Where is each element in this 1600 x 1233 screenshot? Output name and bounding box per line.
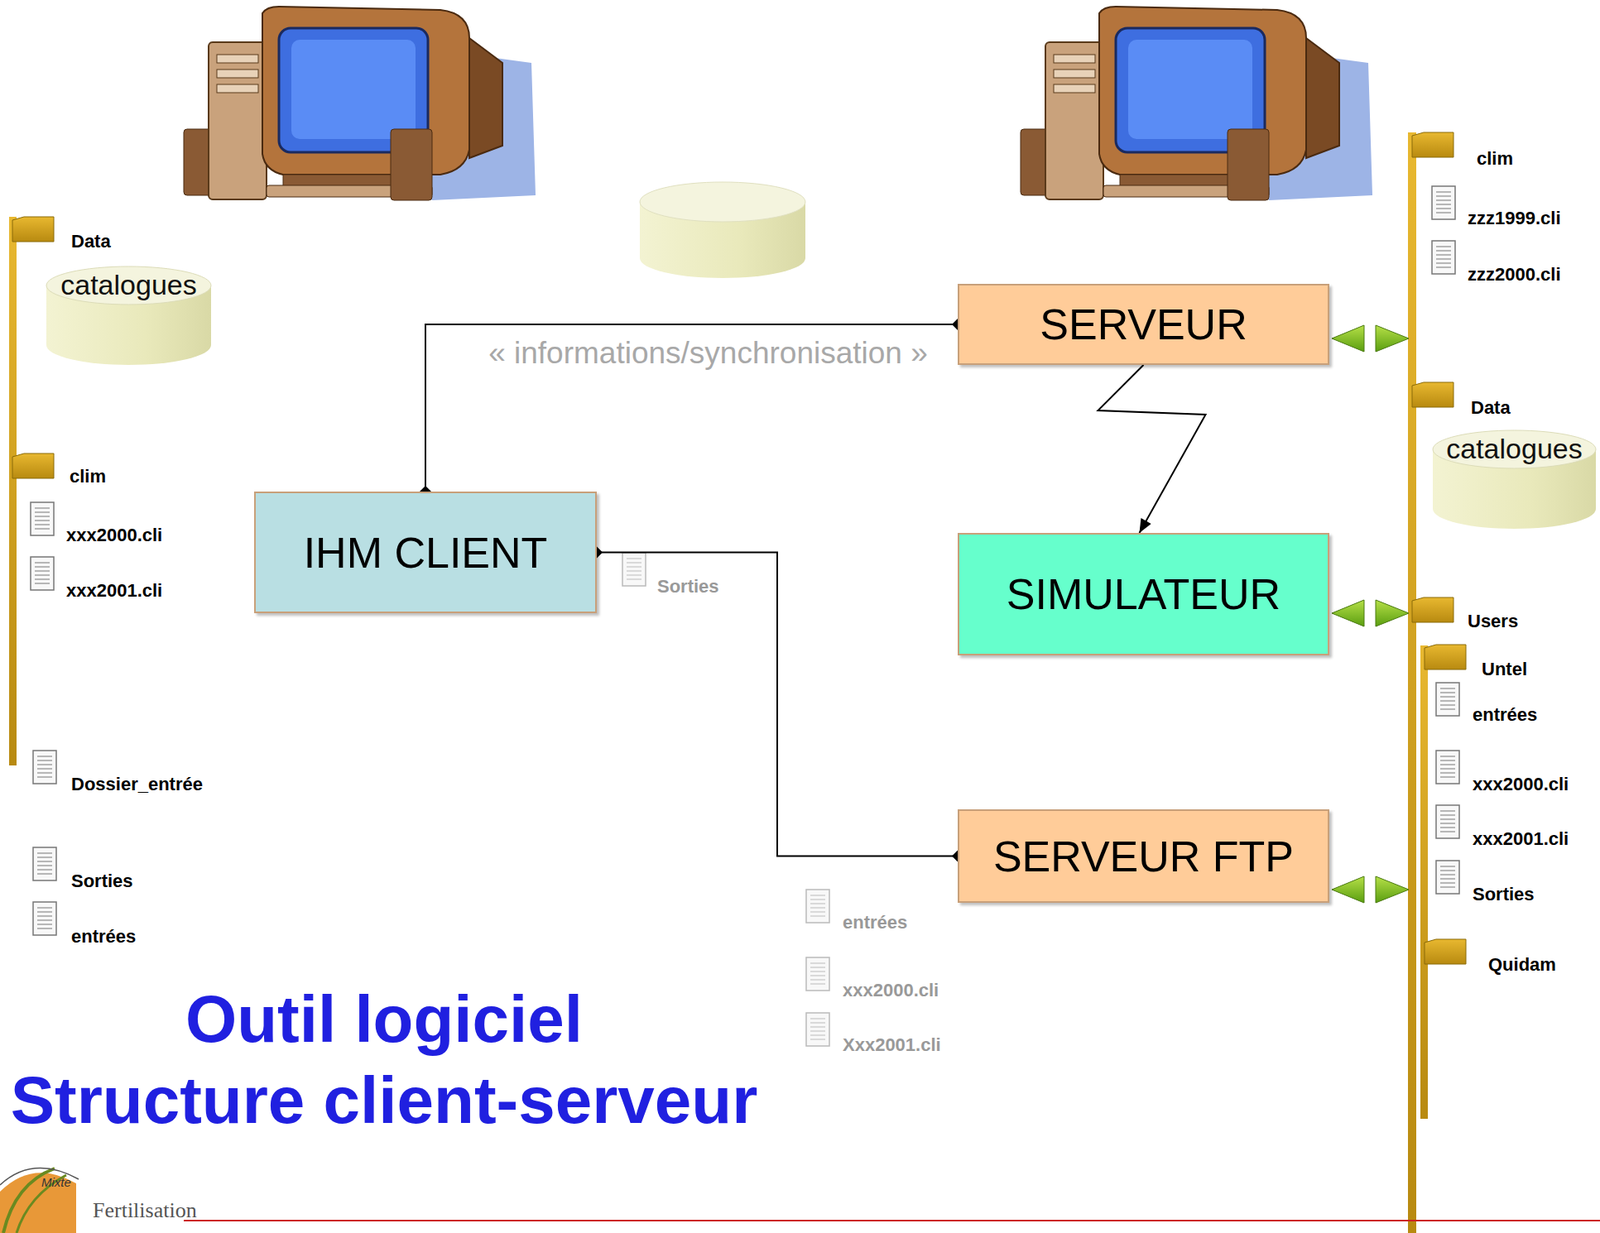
file-icon	[806, 889, 830, 923]
folder-label: xxx2000.cli	[1472, 773, 1569, 796]
footer-line	[183, 1220, 1600, 1222]
folder-label: Data	[1470, 397, 1511, 419]
folder-label: Quidam	[1488, 954, 1557, 976]
greyed-file-name: entrées	[842, 912, 908, 934]
folder-label: Dossier_entrée	[71, 773, 203, 796]
file-icon	[33, 750, 57, 784]
greyed-file-name: xxx2000.cli	[842, 980, 939, 1002]
process-box: SERVEUR	[957, 283, 1330, 366]
folder-pole	[9, 216, 17, 766]
file-icon	[1436, 750, 1460, 784]
file-icons	[12, 132, 1466, 1047]
node-text: catalogues	[60, 269, 197, 302]
file-icon	[806, 1013, 830, 1047]
folder-icon	[1412, 382, 1454, 408]
database-cylinder: catalogues	[45, 265, 212, 366]
folder-label: Sorties	[1472, 884, 1535, 906]
logo-text: Mixte	[41, 1172, 72, 1194]
file-icon	[30, 557, 54, 591]
folder-label: xxx2001.cli	[1472, 828, 1569, 851]
logo-text: Fertilisation	[92, 1200, 197, 1222]
greyed-file-name: Xxx2001.cli	[842, 1034, 942, 1057]
logo	[0, 1168, 79, 1233]
file-icon	[33, 847, 57, 881]
folder-label: Data	[71, 230, 111, 253]
file-icon	[30, 502, 54, 536]
process-box: SERVEUR FTP	[957, 809, 1330, 904]
folder-label: entrées	[71, 926, 136, 948]
connector	[1098, 365, 1207, 534]
file-icon	[1436, 682, 1460, 716]
database-cylinder: catalogues	[1431, 429, 1597, 529]
title: Outil logiciel	[3, 981, 765, 1058]
folder-icon	[12, 216, 54, 242]
file-icon	[622, 552, 646, 587]
node-text: IHM CLIENT	[303, 528, 548, 578]
folder-label: Users	[1467, 610, 1519, 633]
file-icon	[806, 957, 830, 991]
folder-label: entrées	[1472, 704, 1538, 726]
database-cylinder	[639, 182, 806, 279]
connector	[419, 318, 964, 498]
node-text: SIMULATEUR	[1006, 569, 1281, 620]
folder-label: zzz1999.cli	[1467, 207, 1562, 230]
greyed-file-name: Sorties	[657, 576, 720, 598]
folder-icon	[1424, 939, 1466, 965]
folder-pole	[1420, 645, 1428, 1120]
folder-label: clim	[69, 466, 106, 488]
folder-label: xxx2001.cli	[66, 580, 163, 602]
double-arrows	[1331, 325, 1409, 904]
node-text: SERVEUR	[1039, 299, 1247, 350]
folder-pole	[1407, 132, 1417, 1233]
folder-label: clim	[1476, 148, 1514, 170]
caption: Structure client-serveur	[3, 1062, 765, 1139]
node-text: SERVEUR FTP	[993, 831, 1294, 882]
file-icon	[33, 902, 57, 936]
process-box: SIMULATEUR	[957, 533, 1330, 656]
file-icon	[1431, 186, 1456, 220]
folder-icon	[1424, 644, 1466, 670]
folder-label: Untel	[1481, 658, 1528, 681]
file-icon	[1431, 240, 1456, 274]
file-icon	[1436, 860, 1460, 894]
process-box: IHM CLIENT	[254, 491, 597, 614]
folder-label: zzz2000.cli	[1467, 264, 1562, 286]
folder-label: xxx2000.cli	[66, 524, 163, 547]
folder-icon	[12, 453, 54, 479]
edge-label: « informations/synchronisation »	[488, 336, 928, 371]
folder-icon	[1412, 132, 1454, 158]
folder-label: Sorties	[71, 870, 134, 893]
file-icon	[1436, 805, 1460, 839]
connector	[590, 547, 964, 863]
folder-icon	[1412, 597, 1454, 623]
node-text: catalogues	[1446, 432, 1582, 466]
